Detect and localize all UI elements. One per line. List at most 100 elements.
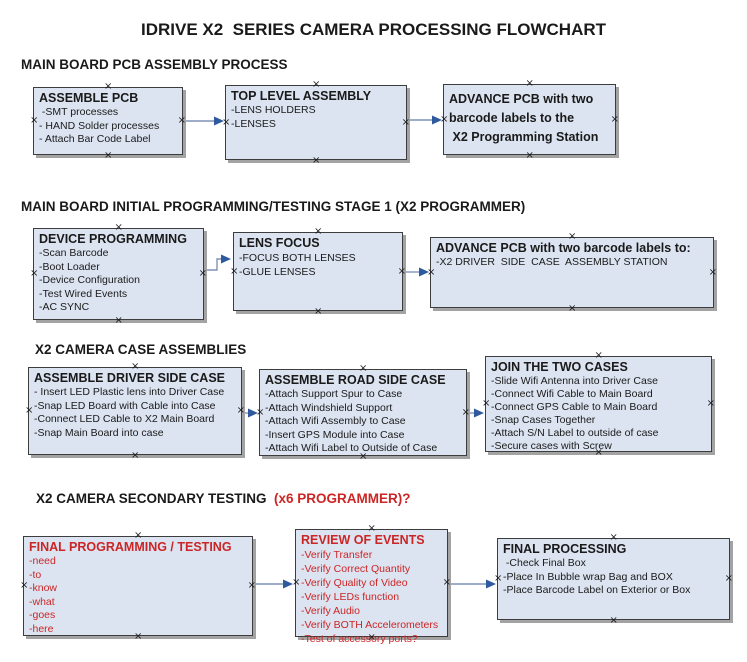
box-item: -Verify Quality of Video xyxy=(301,577,408,589)
flow-box-assemble-driver-side-case: ASSEMBLE DRIVER SIDE CASE - Insert LED P… xyxy=(25,362,245,461)
shape-handle-icon: × xyxy=(25,405,34,416)
box-item-list: -FOCUS BOTH LENSES -GLUE LENSES xyxy=(239,251,397,279)
shape-handle-icon: × xyxy=(440,113,449,125)
box-item: - HAND Solder processes xyxy=(39,119,160,132)
box-item-list: -SMT processes- HAND Solder processes- A… xyxy=(39,106,177,147)
box-title: LENS FOCUS xyxy=(239,236,320,250)
box-item-list: - Insert LED Plastic lens into Driver Ca… xyxy=(34,386,236,440)
box-item: -Secure cases with Screw xyxy=(491,440,612,452)
flow-box-top-level-assembly: TOP LEVEL ASSEMBLY -LENS HOLDERS-LENSES … xyxy=(222,80,410,166)
flow-box-lens-focus: LENS FOCUS -FOCUS BOTH LENSES -GLUE LENSE… xyxy=(230,227,406,317)
box-item: -Attach Support Spur to Case xyxy=(265,388,403,400)
box-title: ASSEMBLE DRIVER SIDE CASE xyxy=(34,371,226,385)
shape-handle-icon: × xyxy=(177,115,186,126)
box-item: -Connect GPS Cable to Main Board xyxy=(491,401,658,413)
shape-handle-icon: × xyxy=(104,150,113,161)
shape-handle-icon: × xyxy=(114,315,123,326)
shape-handle-icon: × xyxy=(20,580,29,591)
box-title: ADVANCE PCB with two barcode labels to t… xyxy=(449,92,599,144)
box-title: FINAL PROCESSING xyxy=(503,542,627,556)
box-item-list: -Check Final Box-Place In Bubble wrap Ba… xyxy=(503,557,724,598)
box-item: -Verify LEDs function xyxy=(301,591,400,603)
shape-handle-icon: × xyxy=(30,115,39,126)
box-item: -Snap Main Board into case xyxy=(34,426,164,439)
box-item: -Test Wired Events xyxy=(39,287,128,300)
box-title: JOIN THE TWO CASES xyxy=(491,360,628,374)
shape-handle-icon: × xyxy=(708,266,717,278)
flow-box-device-programming: DEVICE PROGRAMMING -Scan Barcode-Boot Lo… xyxy=(30,223,207,326)
box-item: -FOCUS BOTH LENSES xyxy=(239,252,356,264)
box-item: -Verify Correct Quantity xyxy=(301,563,411,575)
flow-arrow xyxy=(205,254,231,271)
box-item-list: -Verify Transfer -Verify Correct Quantity… xyxy=(301,548,442,646)
section-heading-initial-programming: MAIN BOARD INITIAL PROGRAMMING/TESTING S… xyxy=(21,199,526,214)
box-item: -Attach Windshield Support xyxy=(265,401,393,414)
box-item: -Verify BOTH Accelerometers xyxy=(301,619,439,631)
section-heading-secondary-testing-text: X2 CAMERA SECONDARY TESTING xyxy=(36,491,271,506)
box-item: -GLUE LENSES xyxy=(239,266,316,278)
box-item: -need xyxy=(29,555,56,567)
box-item: - Attach Bar Code Label xyxy=(39,133,151,145)
flow-box-join-the-two-cases: JOIN THE TWO CASES -Slide Wifi Antenna i… xyxy=(482,351,715,458)
shape-handle-icon: × xyxy=(312,155,321,166)
box-item: -X2 DRIVER SIDE CASE ASSEMBLY STATION xyxy=(436,256,668,268)
box-item: -what xyxy=(29,595,55,608)
box-item: -Check Final Box xyxy=(503,557,586,569)
box-title: ASSEMBLE ROAD SIDE CASE xyxy=(265,373,446,387)
flow-box-final-processing: FINAL PROCESSING -Check Final Box-Place … xyxy=(494,533,733,626)
box-item: -goes xyxy=(29,609,56,621)
box-title: TOP LEVEL ASSEMBLY xyxy=(231,89,372,103)
shape-handle-icon: × xyxy=(494,573,503,584)
shape-handle-icon: × xyxy=(427,266,436,278)
flow-box-final-programming-testing: FINAL PROGRAMMING / TESTING -need-to-kno… xyxy=(20,531,256,642)
box-item: -Device Configuration xyxy=(39,274,140,286)
flow-arrow xyxy=(404,267,429,277)
flow-arrow xyxy=(468,408,484,418)
box-item: -Verify Transfer xyxy=(301,549,373,561)
box-item: -know xyxy=(29,582,58,594)
flow-arrow xyxy=(408,115,442,125)
box-item: -LENSES xyxy=(231,117,276,130)
flow-box-review-of-events: REVIEW OF EVENTS -Verify Transfer-Verify… xyxy=(292,524,451,646)
flow-arrow xyxy=(449,579,496,589)
box-item-list: -Scan Barcode-Boot Loader-Device Configu… xyxy=(39,247,198,315)
flow-box-advance-to-programming-station: ADVANCE PCB with two barcode labels to t… xyxy=(440,79,619,161)
flow-box-advance-to-case-assembly-station: ADVANCE PCB with two barcode labels to: … xyxy=(427,232,717,314)
box-item: -Insert GPS Module into Case xyxy=(265,428,405,441)
box-item: -LENS HOLDERS xyxy=(231,104,316,116)
section-heading-pcb-assembly: MAIN BOARD PCB ASSEMBLY PROCESS xyxy=(21,57,288,72)
shape-handle-icon: × xyxy=(397,265,406,277)
box-item: -here xyxy=(29,622,54,635)
box-title: DEVICE PROGRAMMING xyxy=(39,232,187,246)
shape-handle-icon: × xyxy=(292,577,301,588)
shape-handle-icon: × xyxy=(461,406,470,418)
box-item: -Attach S/N Label to outside of case xyxy=(491,427,659,439)
flow-arrow xyxy=(243,408,258,418)
shape-handle-icon: × xyxy=(482,398,491,409)
shape-handle-icon: × xyxy=(247,580,256,591)
shape-handle-icon: × xyxy=(610,113,619,125)
shape-handle-icon: × xyxy=(222,116,231,128)
flow-arrow xyxy=(254,579,293,589)
box-item: -Test of accessory ports? xyxy=(301,633,418,645)
shape-handle-icon: × xyxy=(442,577,451,588)
shape-handle-icon: × xyxy=(198,268,207,279)
shape-handle-icon: × xyxy=(230,265,239,277)
shape-handle-icon: × xyxy=(609,615,618,626)
box-item: -AC SYNC xyxy=(39,301,90,313)
shape-handle-icon: × xyxy=(525,150,534,161)
box-title: FINAL PROGRAMMING / TESTING xyxy=(29,540,232,554)
box-item: - Insert LED Plastic lens into Driver Ca… xyxy=(34,386,225,398)
box-item: -Place In Bubble wrap Bag and BOX xyxy=(503,570,673,583)
box-item: -Scan Barcode xyxy=(39,247,109,259)
box-item-list: -LENS HOLDERS-LENSES xyxy=(231,104,401,131)
box-title: ADVANCE PCB with two barcode labels to: xyxy=(436,241,691,255)
box-item: -to xyxy=(29,568,42,581)
flow-box-assemble-road-side-case: ASSEMBLE ROAD SIDE CASE -Attach Support … xyxy=(256,364,470,462)
box-item: -SMT processes xyxy=(39,106,119,118)
shape-handle-icon: × xyxy=(401,116,410,128)
box-item: -Place Barcode Label on Exterior or Box xyxy=(503,584,691,596)
shape-handle-icon: × xyxy=(256,406,265,418)
box-item-list: -Slide Wifi Antenna into Driver Case-Con… xyxy=(491,375,706,453)
box-item-list: -need-to-know-what-goes-here xyxy=(29,555,247,636)
